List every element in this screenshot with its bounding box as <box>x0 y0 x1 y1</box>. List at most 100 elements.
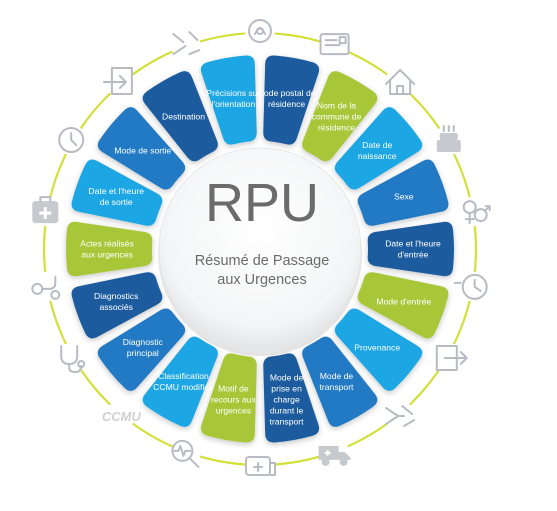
segment-label-line: commune de <box>312 112 362 122</box>
segment-label-line: Mode d'entrée <box>376 296 431 306</box>
center-title: RPU <box>205 173 319 233</box>
segment-label-line: Nom de la <box>317 101 356 111</box>
icon-backing <box>170 29 201 60</box>
postal-code-icon <box>319 29 350 60</box>
segment-label-line: d'entrée <box>398 250 429 260</box>
segment-shape <box>334 107 423 190</box>
provenance-arrows-icon <box>385 401 416 431</box>
segment-shape <box>302 71 378 162</box>
segment-label-line: Diagnostic <box>123 337 164 347</box>
magnifier-pulse-icon <box>170 438 201 469</box>
ambulance-icon <box>318 438 351 469</box>
segment-shape <box>263 55 320 145</box>
segment-label-line: Destination <box>162 112 205 122</box>
segment-label-line: Date de <box>362 140 392 150</box>
birthday-cake-icon <box>433 125 464 155</box>
ccmu-label: CCMU <box>102 409 142 424</box>
destination-arrows-icon <box>170 29 201 60</box>
ccmu-text-icon: CCMU <box>102 401 142 431</box>
segment-label-line: CCMU modifiée <box>153 382 214 392</box>
center-disc <box>158 147 362 351</box>
segment-label-line: charge <box>273 395 299 405</box>
segment-label-line: Classification <box>158 371 209 381</box>
orientation-pin-icon <box>245 16 275 46</box>
segment-label-line: Actes réalisés <box>80 239 134 249</box>
segment-17: Destination <box>142 71 218 162</box>
segment-label-line: Mode de sortie <box>114 146 171 156</box>
segment-16: Mode de sortie <box>97 107 186 190</box>
segment-shape <box>200 353 257 443</box>
stethoscope-icon <box>56 343 87 373</box>
segment-shape <box>334 308 423 391</box>
segment-label-line: Motif de <box>218 384 249 394</box>
segment-4: Sexe <box>357 159 449 226</box>
segment-label-line: prise en <box>271 384 302 394</box>
icons-group: CCMU <box>30 16 491 482</box>
segment-shape <box>71 159 163 226</box>
segment-label-line: durant le <box>270 406 304 416</box>
segment-shape <box>66 221 153 277</box>
center-subtitle-line1: Résumé de Passage <box>195 253 330 269</box>
segment-shape <box>263 353 320 443</box>
segment-6: Mode d'entrée <box>357 272 449 339</box>
segment-shape <box>142 336 218 427</box>
segment-label-line: aux urgences <box>81 250 133 260</box>
stethoscope-small-icon <box>30 271 61 302</box>
segment-label-line: Provenance <box>354 342 400 352</box>
segment-label-line: Sexe <box>394 192 414 202</box>
segment-label-line: naissance <box>358 151 397 161</box>
entry-arrow-icon <box>433 343 468 373</box>
segment-shape <box>367 221 454 277</box>
segment-label-line: de sortie <box>100 197 133 207</box>
segment-label-line: résidence <box>318 123 355 133</box>
segment-label-line: transport <box>270 417 305 427</box>
segment-shape <box>97 308 186 391</box>
icon-backing <box>385 67 416 97</box>
segment-label-line: l'orientation <box>212 99 256 109</box>
gender-symbols-icon <box>459 196 491 227</box>
segment-shape <box>71 272 163 339</box>
segment-label-line: associés <box>99 302 132 312</box>
segment-label-line: principal <box>127 348 159 358</box>
segment-shape <box>357 159 449 226</box>
segment-7: Provenance <box>334 308 423 391</box>
house-icon <box>385 67 416 97</box>
segment-label-line: Mode de <box>270 373 304 383</box>
segment-label-line: résidence <box>268 99 305 109</box>
segment-label-line: transport <box>320 382 355 392</box>
exit-door-icon <box>102 67 135 97</box>
medical-vehicle-icon <box>245 452 276 482</box>
segment-label-line: Précisions sur <box>206 88 260 98</box>
clock-exit-icon <box>56 125 87 155</box>
segment-shape <box>142 71 218 162</box>
icon-backing <box>104 401 135 431</box>
segment-label-line: urgences <box>216 406 251 416</box>
center-subtitle-line2: aux Urgences <box>217 272 306 288</box>
segment-shape <box>302 336 378 427</box>
segment-label-line: Date et l'heure <box>88 186 144 196</box>
segment-label-line: Date et l'heure <box>385 239 441 249</box>
segment-label-line: Code postal de <box>258 88 316 98</box>
segment-shape <box>357 272 449 339</box>
clock-entry-icon <box>453 271 490 302</box>
segment-label-line: Diagnostics <box>94 291 138 301</box>
segment-shape <box>200 55 257 145</box>
segment-shape <box>97 107 186 190</box>
medical-kit-icon <box>30 196 61 227</box>
segment-label-line: recours aux <box>211 395 257 405</box>
segment-label-line: Mode de <box>320 371 354 381</box>
